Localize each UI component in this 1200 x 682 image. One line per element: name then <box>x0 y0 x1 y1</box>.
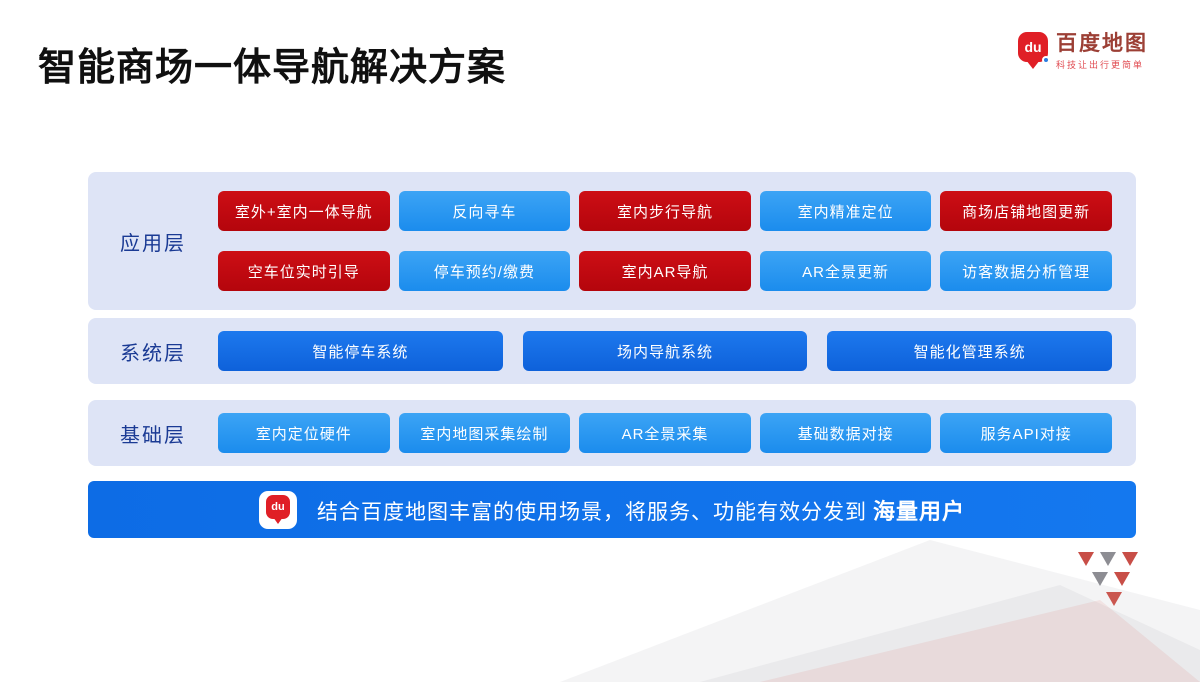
banner-pin-du-text: du <box>271 500 285 513</box>
pin-dot-icon <box>1042 56 1050 64</box>
feature-chip: 场内导航系统 <box>522 331 808 371</box>
banner-map-pin-icon: du <box>265 494 290 519</box>
pin-du-text: du <box>1024 39 1042 55</box>
banner-text-main: 结合百度地图丰富的使用场景，将服务、功能有效分发到 <box>316 500 867 524</box>
feature-chip: 服务API对接 <box>940 413 1112 453</box>
feature-chip: 室内步行导航 <box>579 191 751 231</box>
feature-chip: 室外+室内一体导航 <box>218 191 390 231</box>
map-pin-icon: du <box>1018 32 1050 64</box>
feature-chip: 室内精准定位 <box>759 191 932 231</box>
feature-chip: 室内定位硬件 <box>218 413 390 453</box>
page-title: 智能商场一体导航解决方案 <box>38 47 507 89</box>
brand-tagline: 科技让出行更简单 <box>1056 60 1145 71</box>
layer-label-application: 应用层 <box>120 232 186 255</box>
feature-chip: 停车预约/缴费 <box>398 251 571 291</box>
feature-chip: 智能化管理系统 <box>827 331 1113 371</box>
feature-chip: 访客数据分析管理 <box>940 251 1112 291</box>
banner-text-highlight: 海量用户 <box>872 498 965 524</box>
feature-chip: 智能停车系统 <box>218 331 503 371</box>
banner-baidu-logo: du <box>258 490 297 529</box>
feature-chip: 室内地图采集绘制 <box>398 413 571 453</box>
bottom-banner: du 结合百度地图丰富的使用场景，将服务、功能有效分发到海量用户 <box>88 481 1136 538</box>
feature-chip: AR全景更新 <box>759 251 932 291</box>
feature-chip: 商场店铺地图更新 <box>940 191 1112 231</box>
baidu-maps-logo: du 百度地图 科技让出行更简单 <box>1018 32 1148 71</box>
feature-chip: AR全景采集 <box>579 413 751 453</box>
feature-chip: 反向寻车 <box>398 191 571 231</box>
layer-panel-application: 应用层 室外+室内一体导航反向寻车室内步行导航室内精准定位商场店铺地图更新空车位实… <box>88 172 1136 310</box>
layer-label-system: 系统层 <box>120 342 186 365</box>
layer-panel-system: 系统层 智能停车系统场内导航系统智能化管理系统 <box>88 318 1136 384</box>
feature-chip: 室内AR导航 <box>579 251 751 291</box>
feature-chip: 基础数据对接 <box>759 413 932 453</box>
feature-chip: 空车位实时引导 <box>218 251 390 291</box>
banner-text: 结合百度地图丰富的使用场景，将服务、功能有效分发到海量用户 <box>317 494 965 526</box>
triangle-pattern <box>1078 552 1138 606</box>
layer-label-foundation: 基础层 <box>120 424 186 447</box>
brand-name: 百度地图 <box>1056 32 1148 55</box>
